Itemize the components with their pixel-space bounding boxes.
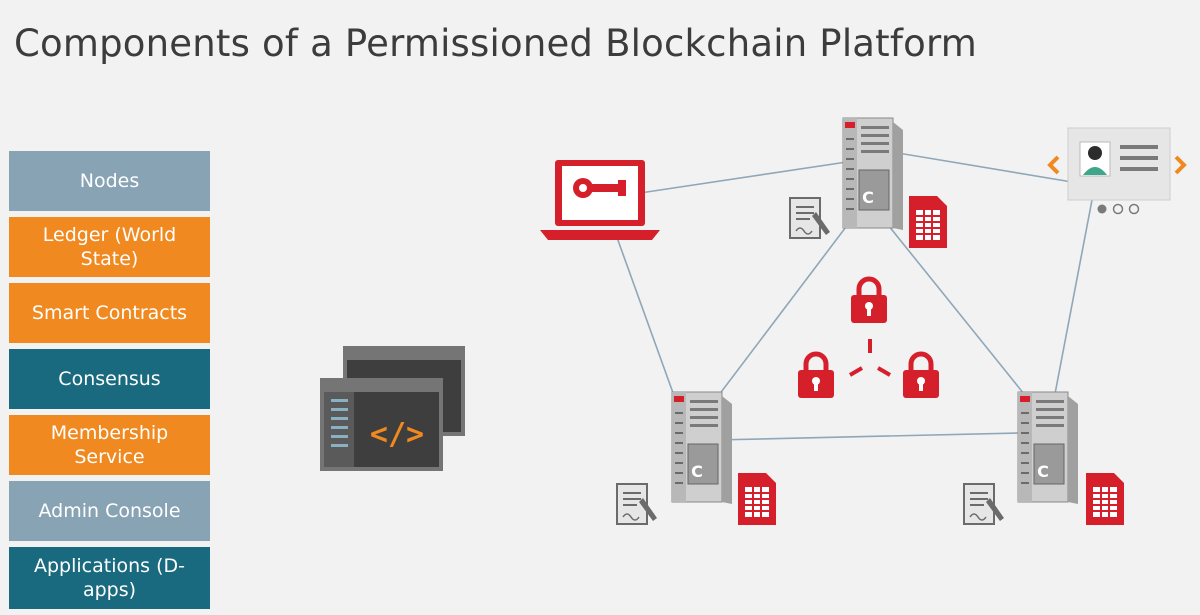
network-links — [614, 149, 1093, 441]
admin-laptop-icon — [540, 160, 660, 240]
ledger-table-icon — [737, 472, 777, 526]
component-ledger: Ledger (World State) — [9, 217, 210, 277]
server-label: C — [862, 188, 874, 207]
membership-card-icon — [1067, 127, 1171, 215]
component-applications: Applications (D-apps) — [9, 547, 210, 609]
component-admin-console: Admin Console — [9, 481, 210, 541]
server-label: C — [1037, 462, 1049, 481]
ledger-table-icon — [908, 195, 948, 249]
server-node-left: C — [671, 391, 733, 505]
chevron-left-icon — [1047, 155, 1060, 175]
component-membership-service: Membership Service — [9, 415, 210, 475]
chevron-right-icon — [1174, 155, 1187, 175]
padlock-icon — [903, 354, 939, 398]
page-title: Components of a Permissioned Blockchain … — [14, 22, 977, 65]
server-label: C — [691, 462, 703, 481]
component-nodes: Nodes — [9, 151, 210, 211]
server-node-top: C — [842, 117, 904, 231]
component-consensus: Consensus — [9, 349, 210, 409]
contract-document-icon — [963, 483, 1005, 525]
component-stack: Nodes Ledger (World State) Smart Contrac… — [9, 151, 210, 615]
padlock-icon — [851, 279, 887, 323]
ledger-table-icon — [1085, 472, 1125, 526]
contract-document-icon — [616, 483, 658, 525]
code-window-icon: </> — [320, 346, 465, 471]
server-node-right: C — [1017, 391, 1079, 505]
code-glyph: </> — [370, 417, 424, 452]
component-smart-contracts: Smart Contracts — [9, 283, 210, 343]
consensus-links — [848, 339, 892, 377]
contract-document-icon — [789, 197, 831, 239]
padlock-icon — [798, 354, 834, 398]
